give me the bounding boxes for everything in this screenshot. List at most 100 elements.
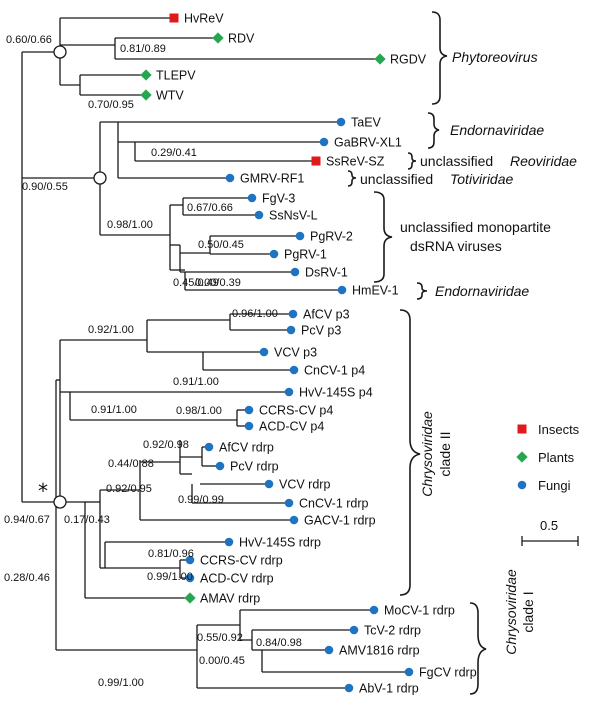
brace-phytoreovirus bbox=[431, 11, 448, 105]
tip-label-cncv-1-rdrp: CnCV-1 rdrp bbox=[299, 497, 369, 511]
tip-marker-afcv-p3 bbox=[288, 309, 298, 319]
tip-marker-cncv-1-p4 bbox=[289, 365, 299, 375]
group-label-chryso-i-clade: clade I bbox=[520, 591, 536, 632]
tip-marker-abv-1-rdrp bbox=[344, 683, 354, 693]
tip-label-hvv-145s-rdrp: HvV-145S rdrp bbox=[239, 536, 321, 550]
group-label-chryso-ii-clade: clade II bbox=[437, 431, 453, 476]
tip-marker-vcv-rdrp bbox=[264, 479, 274, 489]
tip-label-pgrv-2: PgRV-2 bbox=[310, 230, 353, 244]
tip-marker-amav-rdrp bbox=[184, 592, 196, 604]
tip-marker-pgrv-2 bbox=[295, 231, 305, 241]
legend-label-insects: Insects bbox=[538, 422, 580, 437]
tip-marker-tcv-2-rdrp bbox=[349, 625, 359, 635]
support-value: 0.98/1.00 bbox=[107, 219, 153, 231]
node-circle-phyto bbox=[53, 45, 67, 59]
tip-marker-mocv-1-rdrp bbox=[369, 605, 379, 615]
tip-marker-ccrs-cv-rdrp bbox=[185, 555, 195, 565]
highlighted-nodes bbox=[53, 45, 107, 509]
support-value: 0.60/0.66 bbox=[6, 34, 52, 46]
tip-label-acd-cv-p4: ACD-CV p4 bbox=[259, 420, 324, 434]
tip-label-fgcv-rdrp: FgCV rdrp bbox=[419, 666, 477, 680]
tip-label-rdv: RDV bbox=[228, 32, 255, 46]
brace-endornaviridae-2 bbox=[416, 282, 428, 300]
tip-label-acd-cv-rdrp: ACD-CV rdrp bbox=[200, 572, 274, 586]
legend-marker-plants bbox=[516, 451, 528, 463]
tip-label-mocv-1-rdrp: MoCV-1 rdrp bbox=[384, 604, 455, 618]
tip-marker-amv1816-rdrp bbox=[324, 645, 334, 655]
legend-label-plants: Plants bbox=[538, 450, 575, 465]
tip-marker-pcv-rdrp bbox=[215, 461, 225, 471]
tip-marker-rgdv bbox=[374, 53, 386, 65]
group-label-chryso-ii-name: Chrysoviridae bbox=[419, 411, 435, 497]
tree-tips: HvReVRDVRGDVTLEPVWTVTaEVGaBRV-XL1SsReV-S… bbox=[140, 12, 477, 696]
support-value: 0.50/0.45 bbox=[198, 239, 244, 251]
tip-label-pgrv-1: PgRV-1 bbox=[284, 248, 327, 262]
support-value: 0.98/1.00 bbox=[176, 405, 222, 417]
tip-marker-wtv bbox=[140, 89, 152, 101]
group-label-monopartite-line2: dsRNA viruses bbox=[410, 238, 502, 254]
support-value: 0.55/0.92 bbox=[197, 632, 243, 644]
support-value: 0.99/1.00 bbox=[98, 677, 144, 689]
tip-marker-gmrv-rf1 bbox=[225, 173, 235, 183]
brace-reoviridae bbox=[407, 152, 417, 170]
tip-label-ccrs-cv-p4: CCRS-CV p4 bbox=[259, 404, 333, 418]
tip-marker-afcv-rdrp bbox=[204, 442, 214, 452]
tip-marker-gabrv-xl1 bbox=[319, 137, 329, 147]
support-value: 0.91/1.00 bbox=[91, 404, 137, 416]
tip-label-taev: TaEV bbox=[351, 116, 382, 130]
tip-label-wtv: WTV bbox=[156, 89, 184, 103]
support-value: 0.81/0.96 bbox=[148, 548, 194, 560]
tip-label-amv1816-rdrp: AMV1816 rdrp bbox=[339, 644, 420, 658]
tip-marker-ssnsv-l bbox=[254, 210, 264, 220]
tip-marker-acd-cv-p4 bbox=[244, 421, 254, 431]
tip-label-fgv-3: FgV-3 bbox=[262, 192, 295, 206]
tip-marker-dsrv-1 bbox=[290, 267, 300, 277]
tip-marker-hmev-1 bbox=[337, 285, 347, 295]
brace-chryso-clade-i bbox=[469, 602, 487, 695]
tip-label-pcv-p3: PcV p3 bbox=[301, 324, 341, 338]
tip-marker-rdv bbox=[212, 32, 224, 44]
group-label-phytoreovirus: Phytoreovirus bbox=[452, 49, 538, 65]
support-value: 0.92/0.95 bbox=[106, 483, 152, 495]
tip-label-gacv-1-rdrp: GACV-1 rdrp bbox=[304, 514, 376, 528]
tip-label-afcv-rdrp: AfCV rdrp bbox=[219, 441, 274, 455]
support-value: 0.92/0.98 bbox=[143, 439, 189, 451]
tip-marker-fgcv-rdrp bbox=[404, 667, 414, 677]
group-label-endornaviridae-1: Endornaviridae bbox=[450, 122, 544, 138]
tip-label-rgdv: RGDV bbox=[390, 53, 427, 67]
brace-endornaviridae-1 bbox=[427, 112, 440, 149]
group-annotations: Phytoreovirus Endornaviridae unclassifie… bbox=[347, 11, 577, 695]
tip-label-cncv-1-p4: CnCV-1 p4 bbox=[304, 364, 365, 378]
tip-marker-ssrev-sz bbox=[311, 156, 321, 166]
root-asterisk: * bbox=[38, 479, 48, 503]
tip-label-hvrev: HvReV bbox=[184, 12, 224, 26]
support-value: 0.00/0.45 bbox=[199, 655, 245, 667]
group-label-totiviridae: Totiviridae bbox=[450, 171, 514, 187]
tip-label-dsrv-1: DsRV-1 bbox=[305, 266, 348, 280]
tip-label-ssnsv-l: SsNsV-L bbox=[269, 209, 318, 223]
node-circle-endorna bbox=[93, 171, 107, 185]
tip-label-afcv-p3: AfCV p3 bbox=[303, 308, 350, 322]
support-value: 0.91/1.00 bbox=[173, 376, 219, 388]
tip-label-hmev-1: HmEV-1 bbox=[352, 284, 399, 298]
group-label-reoviridae-prefix: unclassified bbox=[420, 153, 493, 169]
scale-bar-label: 0.5 bbox=[540, 518, 558, 533]
group-label-endornaviridae-2: Endornaviridae bbox=[435, 283, 529, 299]
tip-label-gabrv-xl1: GaBRV-XL1 bbox=[334, 136, 402, 150]
tip-label-amav-rdrp: AMAV rdrp bbox=[200, 592, 260, 606]
tip-label-abv-1-rdrp: AbV-1 rdrp bbox=[359, 682, 419, 696]
tip-marker-tlepv bbox=[140, 69, 152, 81]
group-label-totiviridae-prefix: unclassified bbox=[360, 171, 433, 187]
tip-label-ssrev-sz: SsReV-SZ bbox=[326, 155, 385, 169]
legend-label-fungi: Fungi bbox=[538, 478, 571, 493]
tip-marker-gacv-1-rdrp bbox=[289, 515, 299, 525]
tip-marker-pcv-p3 bbox=[286, 325, 296, 335]
tip-label-vcv-rdrp: VCV rdrp bbox=[279, 478, 330, 492]
brace-monopartite bbox=[373, 191, 393, 283]
scale-bar: 0.5 bbox=[521, 518, 579, 546]
support-value: 0.81/0.89 bbox=[120, 43, 166, 55]
tip-label-vcv-p3: VCV p3 bbox=[274, 346, 317, 360]
support-value: 0.70/0.95 bbox=[88, 99, 134, 111]
support-value: 0.96/1.00 bbox=[232, 308, 278, 320]
